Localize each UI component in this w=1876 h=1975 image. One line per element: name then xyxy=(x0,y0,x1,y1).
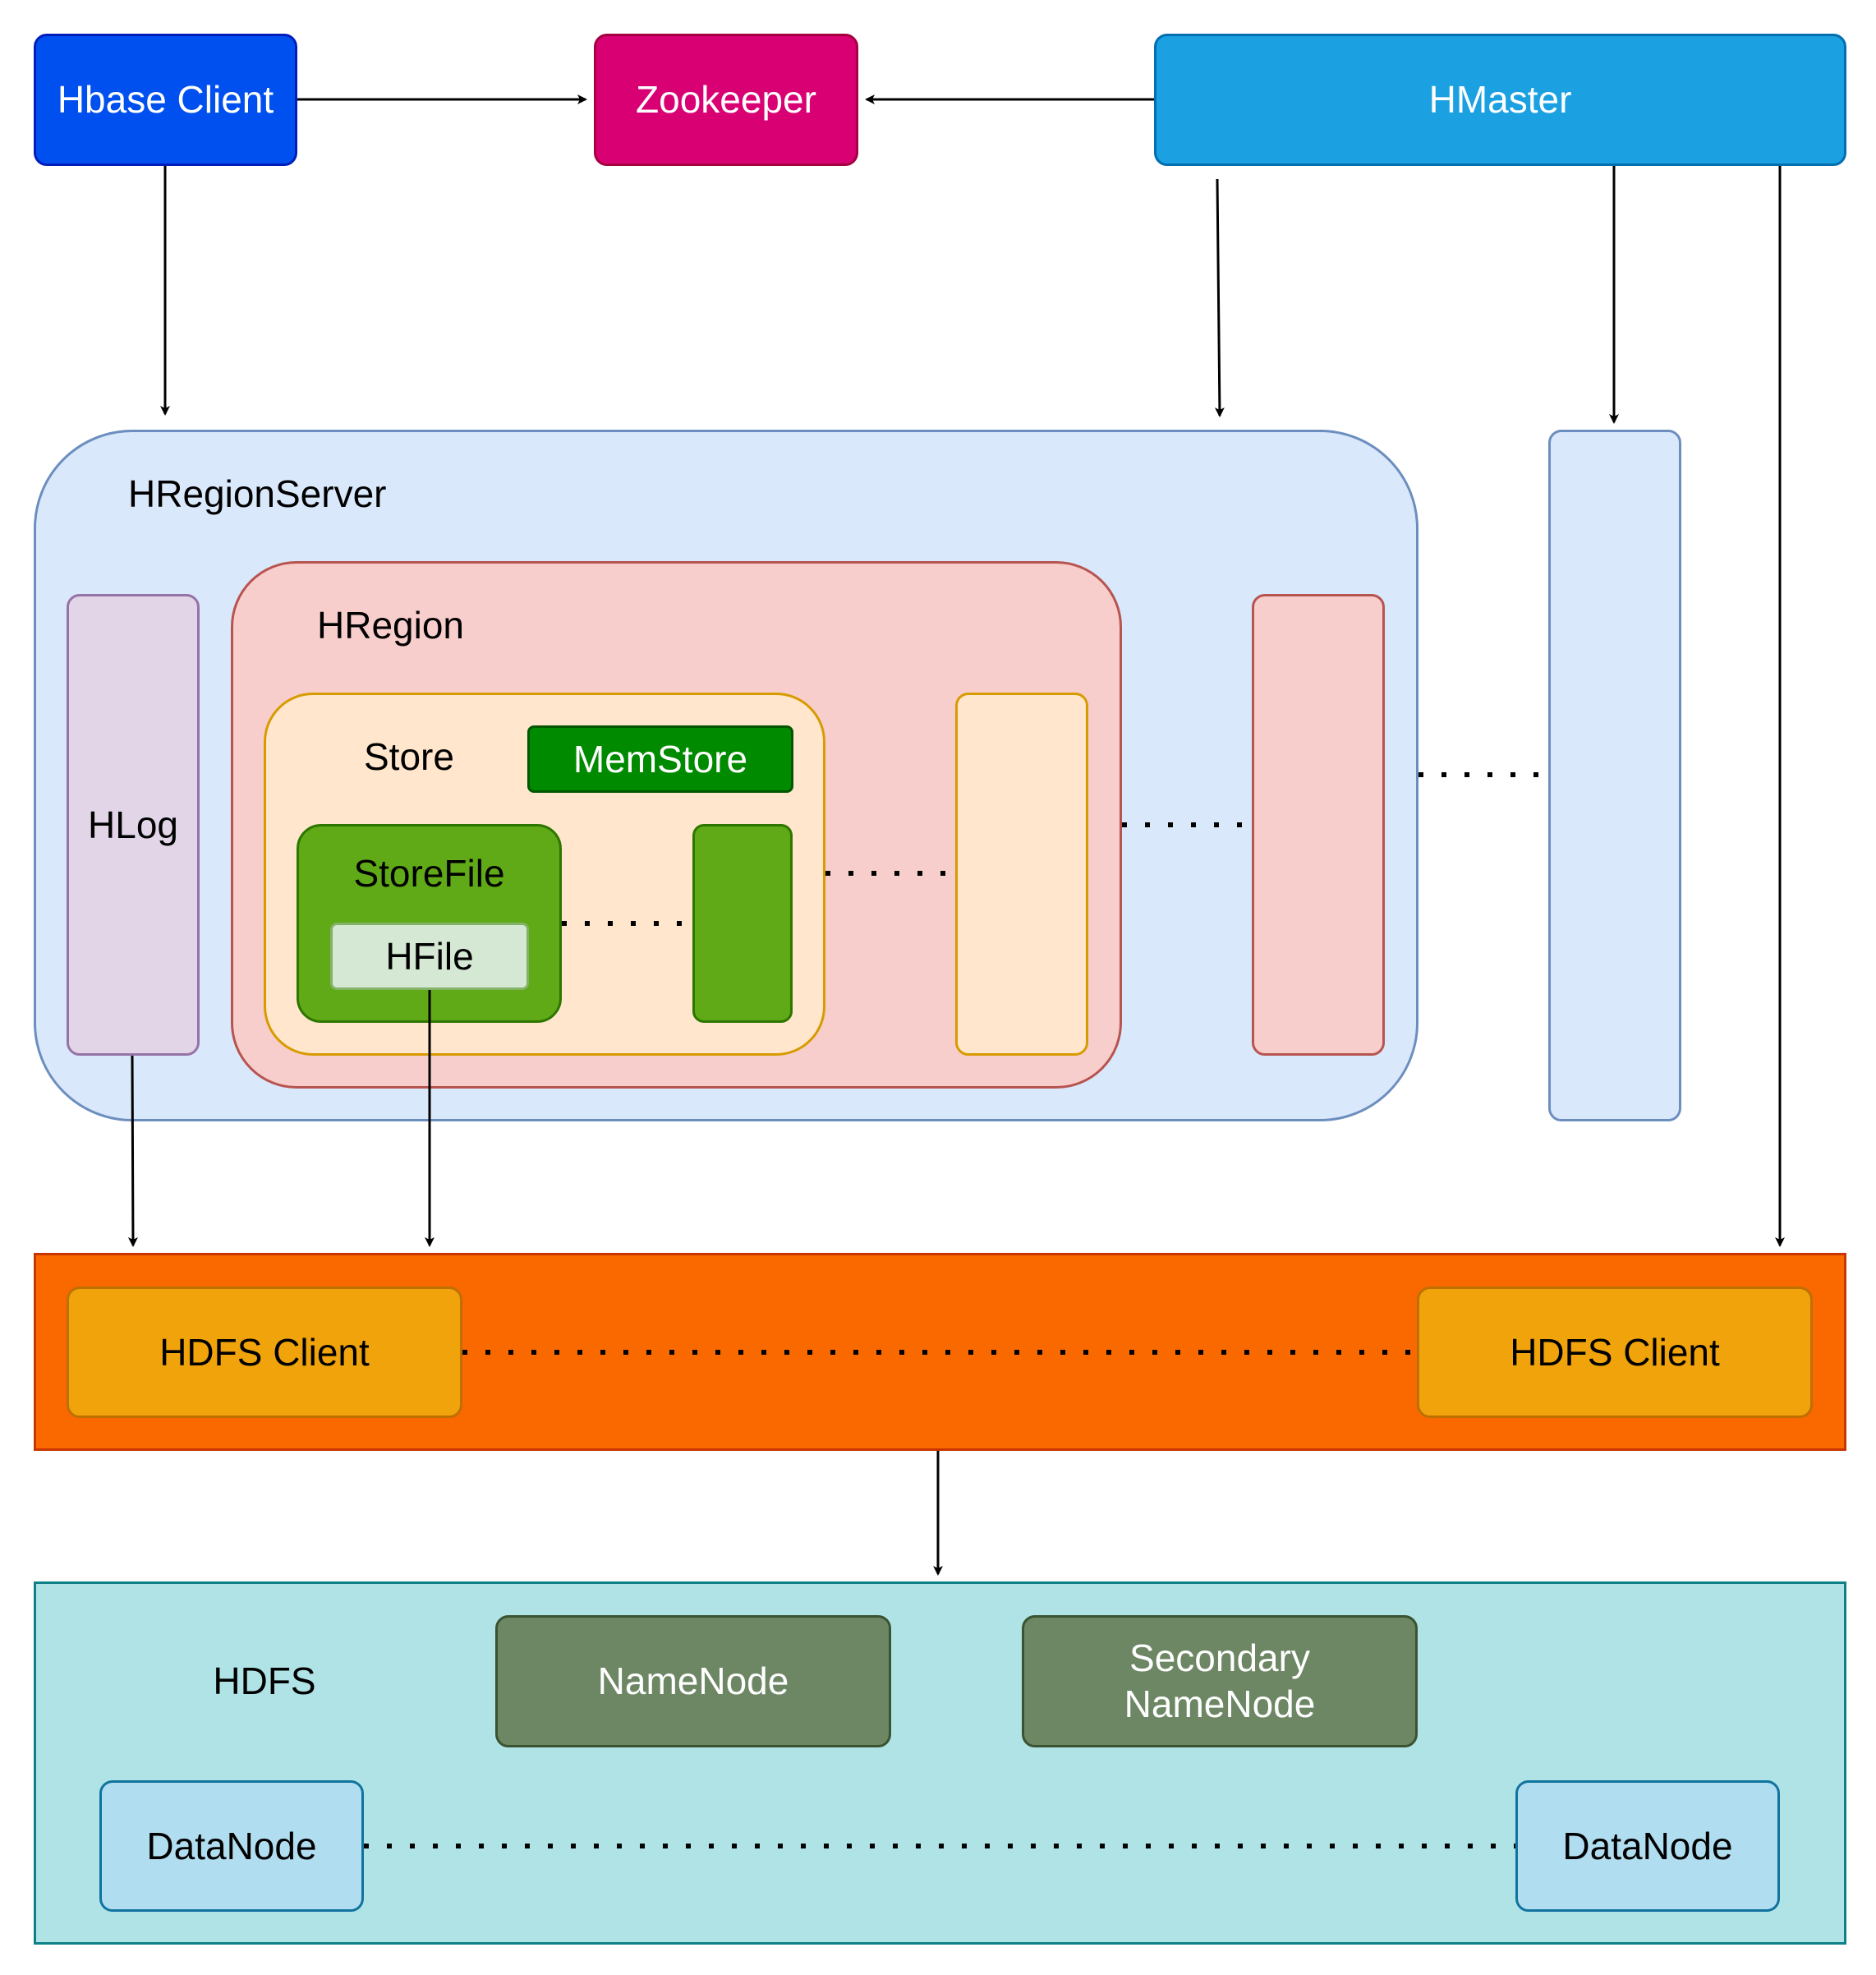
hmaster-label: HMaster xyxy=(1428,78,1572,122)
hmaster-node: HMaster xyxy=(1154,34,1846,166)
datanode-left-node: DataNode xyxy=(99,1780,364,1912)
secondary-namenode-node: Secondary NameNode xyxy=(1022,1615,1418,1747)
additional-hregionserver-node xyxy=(1548,430,1681,1121)
hdfs-client-left-label: HDFS Client xyxy=(159,1330,370,1374)
namenode-label: NameNode xyxy=(597,1660,789,1703)
datanode-right-node: DataNode xyxy=(1515,1780,1780,1912)
memstore-node: MemStore xyxy=(527,725,793,793)
hlog-label: HLog xyxy=(88,803,178,846)
hregion-label: HRegion xyxy=(317,604,464,647)
edge-hmaster-to-hregionserver xyxy=(1214,178,1225,417)
additional-hregion-node xyxy=(1252,594,1385,1056)
additional-store-node xyxy=(955,693,1088,1056)
zookeeper-label: Zookeeper xyxy=(636,78,816,122)
hregionserver-label: HRegionServer xyxy=(128,472,387,515)
datanode-right-label: DataNode xyxy=(1562,1824,1733,1867)
hfile-label: HFile xyxy=(385,934,474,978)
hdfs-client-right-label: HDFS Client xyxy=(1510,1330,1720,1374)
hdfs-client-left-node: HDFS Client xyxy=(67,1287,462,1418)
store-label: Store xyxy=(364,735,454,778)
memstore-label: MemStore xyxy=(572,737,748,780)
hlog-node: HLog xyxy=(67,594,200,1056)
hdfs-label: HDFS xyxy=(213,1660,316,1702)
datanode-left-label: DataNode xyxy=(146,1824,317,1867)
hdfs-client-right-node: HDFS Client xyxy=(1417,1287,1813,1418)
zookeeper-node: Zookeeper xyxy=(594,34,858,166)
storefile-label: StoreFile xyxy=(353,852,505,895)
hfile-node: HFile xyxy=(330,923,529,990)
secondary-namenode-label: Secondary NameNode xyxy=(1124,1637,1316,1725)
hbase-client-node: Hbase Client xyxy=(34,34,297,166)
hbase-client-label: Hbase Client xyxy=(57,78,274,122)
additional-storefile-node xyxy=(692,824,793,1023)
namenode-node: NameNode xyxy=(495,1615,891,1747)
